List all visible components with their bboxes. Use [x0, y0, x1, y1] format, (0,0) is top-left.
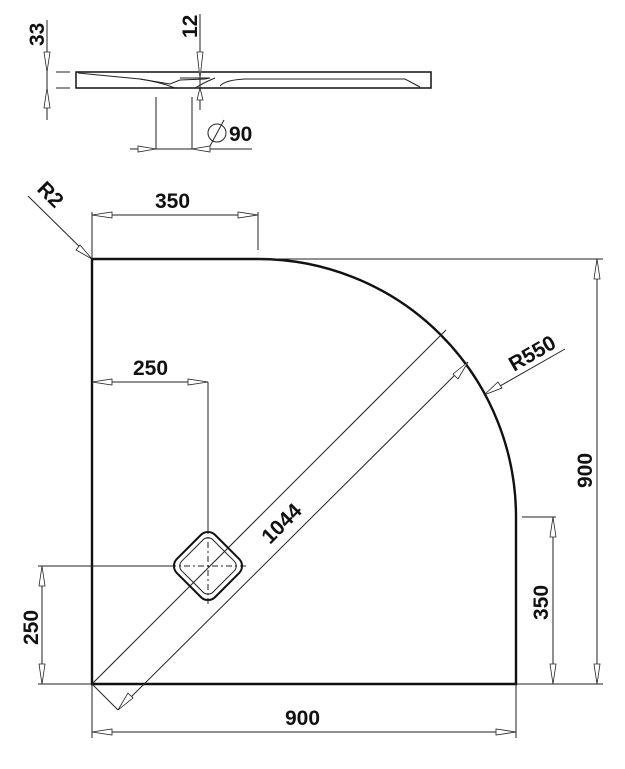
drain-y-label: 250: [20, 610, 43, 645]
top-offset-label: 350: [155, 190, 190, 213]
drain-diameter-label: 90: [229, 123, 252, 146]
diagonal-label: 1044: [257, 499, 307, 549]
profile-depth-label: 12: [179, 15, 202, 38]
profile-height-label: 33: [26, 23, 49, 46]
corner-radius-label: R2: [32, 177, 67, 212]
arc-radius-label: R550: [505, 331, 560, 376]
width-label: 900: [285, 707, 320, 730]
profile-view: 33 12 90: [26, 14, 432, 153]
drain-x-label: 250: [133, 357, 168, 380]
side-offset-label: 350: [530, 585, 553, 620]
plan-view: R2 350 250 250 1044 R550 900: [20, 177, 603, 738]
drain-outline: [172, 530, 244, 602]
depth-label: 900: [574, 453, 597, 488]
